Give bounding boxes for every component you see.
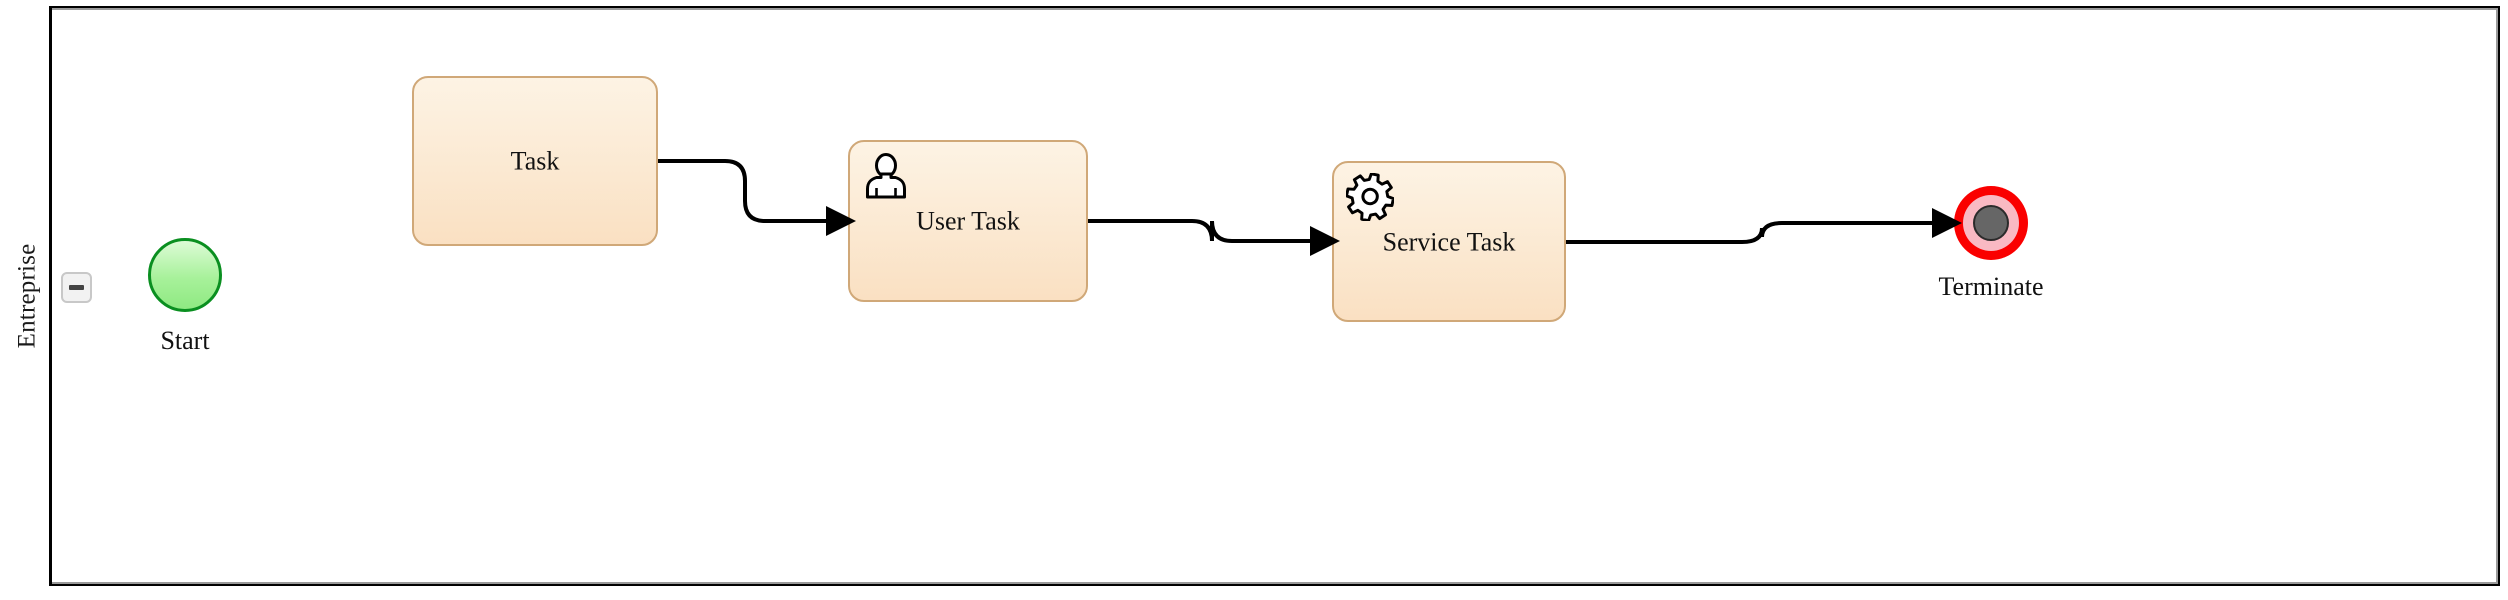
gear-icon [1345,172,1395,223]
service-task-node[interactable]: Service Task [1332,161,1566,322]
user-task-node[interactable]: User Task [848,140,1088,302]
terminate-core-icon [1973,205,2009,241]
terminate-end-event-label: Terminate [1938,272,2044,301]
lane-header: Entreprise [6,6,52,586]
start-event-label: Start [160,326,210,355]
lane-title: Entreprise [6,6,49,586]
task-node[interactable]: Task [412,76,658,246]
terminate-end-event[interactable] [1954,186,2028,260]
service-task-node-label: Service Task [1382,226,1516,256]
user-task-node-label: User Task [916,206,1020,236]
user-icon [862,152,910,200]
task-node-label: Task [510,146,560,176]
lane-collapse-button[interactable] [61,272,92,303]
minus-icon [69,285,84,290]
lane-title-text: Entreprise [13,243,41,349]
start-event[interactable] [148,238,222,312]
